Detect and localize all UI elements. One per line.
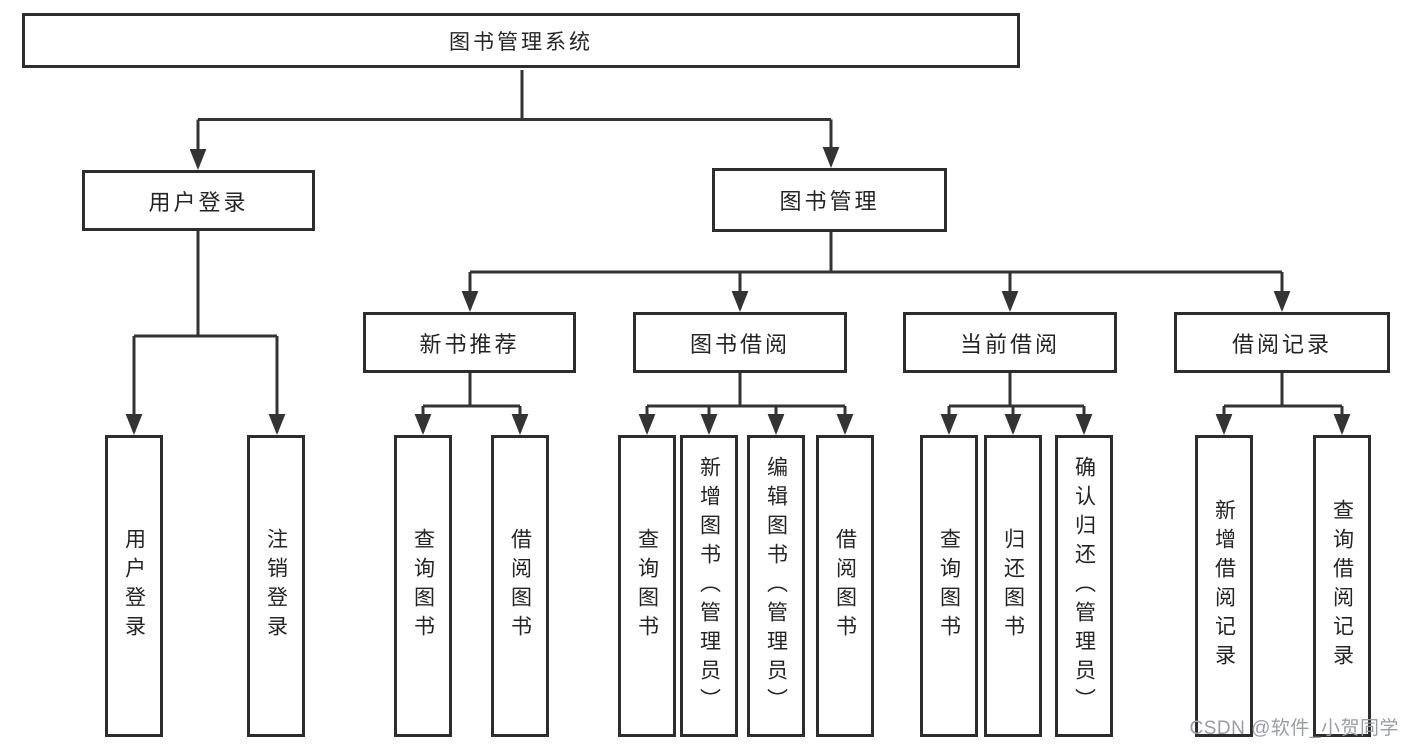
leaf-confirm-return-admin: 确认归还（管理员） — [1055, 435, 1113, 737]
node-book-borrowing: 图书借阅 — [633, 312, 847, 373]
leaf-return-books: 归还图书 — [984, 435, 1042, 737]
node-book-management: 图书管理 — [712, 168, 947, 232]
leaf-add-books-admin: 新增图书（管理员） — [680, 435, 738, 737]
leaf-user-login: 用户登录 — [105, 435, 163, 737]
leaf-borrow-books-recommend: 借阅图书 — [491, 435, 549, 737]
leaf-edit-books-admin: 编辑图书（管理员） — [747, 435, 805, 737]
node-borrowing-records: 借阅记录 — [1174, 312, 1390, 373]
node-user-login: 用户登录 — [82, 170, 315, 231]
leaf-query-books-recommend: 查询图书 — [394, 435, 452, 737]
leaf-query-borrow-record: 查询借阅记录 — [1313, 435, 1371, 737]
node-library-management-system: 图书管理系统 — [22, 13, 1020, 68]
leaf-query-books-current: 查询图书 — [920, 435, 978, 737]
node-new-book-recommendation: 新书推荐 — [363, 312, 576, 373]
leaf-query-books-borrowing: 查询图书 — [618, 435, 676, 737]
csdn-watermark: CSDN @软件_小贺同学 — [1189, 718, 1399, 739]
leaf-logout-login: 注销登录 — [247, 435, 305, 737]
node-current-borrowing: 当前借阅 — [903, 312, 1117, 373]
leaf-borrow-books-borrowing: 借阅图书 — [816, 435, 874, 737]
leaf-add-borrow-record: 新增借阅记录 — [1195, 435, 1253, 737]
connector-arrows — [125, 119, 1351, 435]
